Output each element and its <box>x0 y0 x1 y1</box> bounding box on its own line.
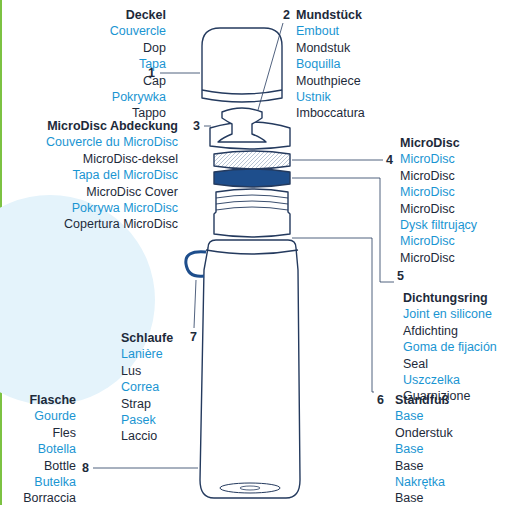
part-translation: Pasek <box>121 412 156 428</box>
part-name: Flasche <box>29 392 76 408</box>
part-translation: Dysk filtrujący <box>400 217 477 233</box>
part-name: MicroDisc <box>400 135 460 151</box>
part-translation: Laccio <box>121 428 157 444</box>
part-name: Dichtungsring <box>403 290 488 306</box>
part-translation: MicroDisc <box>400 250 455 266</box>
part-translation: MicroDisc <box>400 168 455 184</box>
leader-line <box>204 126 211 127</box>
part-name: Schlaufe <box>121 330 173 346</box>
part-translation: Onderstuk <box>395 425 453 441</box>
callout-number: 3 <box>193 118 200 134</box>
microdisc <box>214 151 290 169</box>
leader-line <box>292 178 394 282</box>
part-translation: Joint en silicone <box>403 306 492 322</box>
part-translation: Borraccia <box>23 490 76 505</box>
cap <box>202 28 282 102</box>
part-translation: Uszczelka <box>403 372 460 388</box>
part-name: Mundstück <box>296 7 362 23</box>
part-translation: Imboccatura <box>296 105 365 121</box>
part-translation: Lanière <box>121 346 163 362</box>
part-translation: Mouthpiece <box>296 73 361 89</box>
part-translation: Pokrywa MicroDisc <box>72 200 178 216</box>
part-translation: Mondstuk <box>296 40 350 56</box>
mouthpiece <box>218 108 266 142</box>
part-translation: Embout <box>296 23 339 39</box>
callout-number: 4 <box>386 152 393 168</box>
callout-number: 5 <box>397 268 404 284</box>
part-translation: MicroDisc Cover <box>86 184 178 200</box>
leader-line <box>194 280 196 328</box>
leader-line <box>292 160 383 161</box>
leader-line <box>292 238 374 392</box>
part-translation: Bottle <box>44 458 76 474</box>
part-translation: MicroDisc <box>400 184 455 200</box>
part-translation: Gourde <box>34 408 76 424</box>
base <box>214 189 290 237</box>
part-translation: Botella <box>38 441 76 457</box>
part-translation: Boquilla <box>296 56 340 72</box>
part-translation: Copertura MicroDisc <box>64 216 178 232</box>
part-translation: Tappo <box>132 105 166 121</box>
part-translation: Fles <box>52 425 76 441</box>
part-translation: Goma de fijación <box>403 339 497 355</box>
part-translation: Base <box>395 408 424 424</box>
part-translation: Couvercle du MicroDisc <box>46 134 178 150</box>
part-name: Deckel <box>126 7 166 23</box>
part-translation: Dop <box>143 40 166 56</box>
part-translation: Lus <box>121 363 141 379</box>
part-translation: Correa <box>121 379 159 395</box>
strap <box>186 252 206 277</box>
part-translation: Tapa del MicroDisc <box>72 167 178 183</box>
part-translation: Strap <box>121 396 151 412</box>
part-translation: Couvercle <box>110 23 166 39</box>
callout-number: 6 <box>377 392 384 408</box>
bottle <box>200 240 300 498</box>
leader-line <box>160 73 200 74</box>
callout-number: 7 <box>190 329 197 345</box>
callout-number: 2 <box>283 7 290 23</box>
callout-number: 8 <box>82 460 89 476</box>
part-translation: Base <box>395 490 424 505</box>
part-translation: Seal <box>403 356 428 372</box>
part-name: Standfuß <box>395 392 449 408</box>
part-translation: Base <box>395 441 424 457</box>
part-translation: Pokrywka <box>112 89 166 105</box>
seal <box>214 169 290 187</box>
leader-line <box>258 23 283 110</box>
part-translation: Ustnik <box>296 89 331 105</box>
part-translation: Afdichting <box>403 323 458 339</box>
part-translation: MicroDisc <box>400 233 455 249</box>
part-translation: MicroDisc <box>400 201 455 217</box>
part-translation: Butelka <box>34 474 76 490</box>
callout-number: 1 <box>148 65 155 81</box>
part-translation: MicroDisc <box>400 151 455 167</box>
leader-line <box>93 468 198 469</box>
part-translation: Nakrętka <box>395 474 445 490</box>
part-name: MicroDisc Abdeckung <box>47 118 178 134</box>
part-translation: Base <box>395 458 424 474</box>
part-translation: MicroDisc-deksel <box>83 151 178 167</box>
